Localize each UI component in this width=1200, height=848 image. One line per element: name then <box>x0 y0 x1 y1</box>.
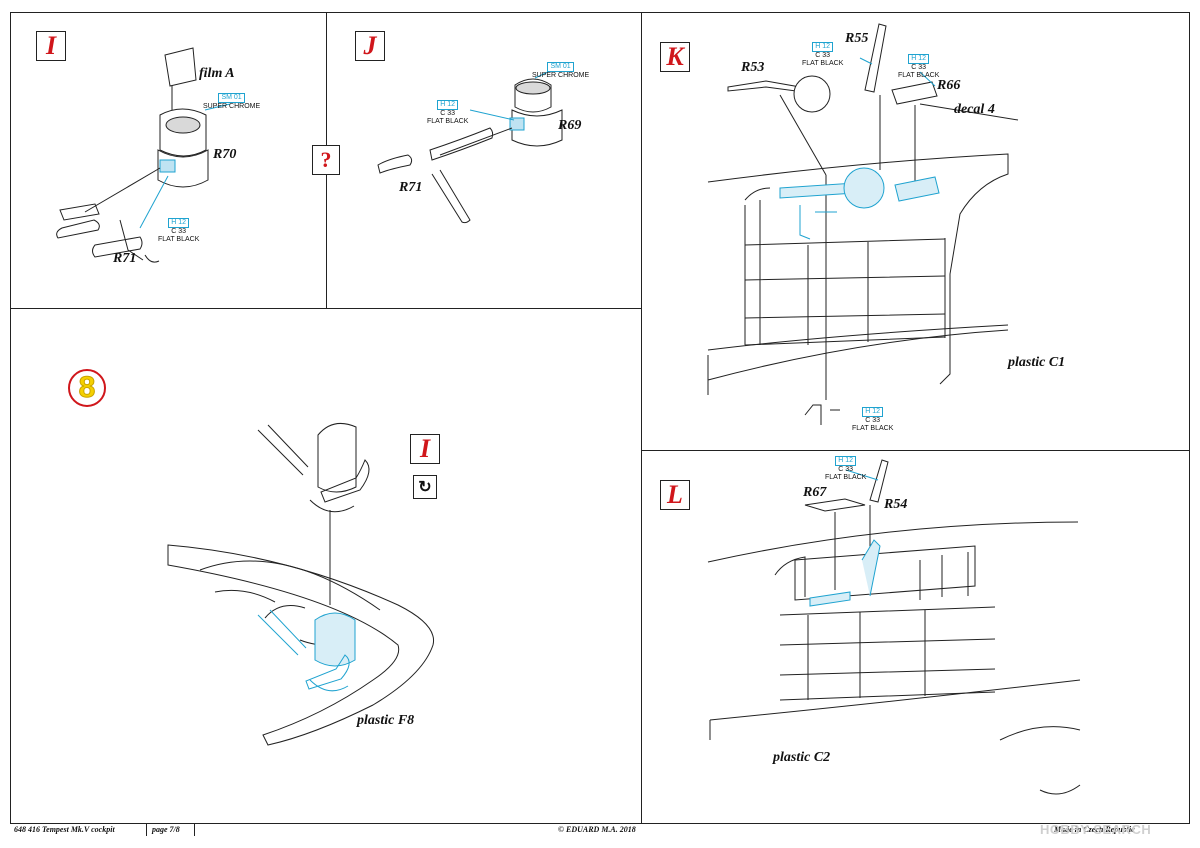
paint-callout: H 12 C 33 FLAT BLACK <box>898 54 939 80</box>
paint-callout: H 12 C 33 FLAT BLACK <box>802 42 843 68</box>
part-label-plastic-f8: plastic F8 <box>357 713 415 728</box>
divider <box>641 450 1190 451</box>
footer-product: 648 416 Tempest Mk.V cockpit <box>14 825 115 834</box>
step-letter-k: K <box>660 42 690 72</box>
part-label-r53: R53 <box>741 60 765 75</box>
paint-code: H 12 <box>812 42 834 52</box>
footer-origin: Made in Czech Republic <box>1054 825 1135 834</box>
paint-name: FLAT BLACK <box>825 474 867 481</box>
part-label-r67: R67 <box>803 485 827 500</box>
paint-callout: H 12 C 33 FLAT BLACK <box>825 456 866 482</box>
part-label-decal-4: decal 4 <box>954 102 995 117</box>
divider <box>641 12 642 824</box>
paint-callout: H 12 C 33 FLAT BLACK <box>852 407 893 433</box>
step-letter-j: J <box>355 31 385 61</box>
page-frame <box>10 12 1190 824</box>
watermark: HOBBY SEARCH <box>1040 822 1152 837</box>
paint-name: FLAT BLACK <box>852 425 894 432</box>
paint-code: SM 01 <box>218 93 245 103</box>
footer-divider <box>194 824 195 836</box>
paint-code: H 12 <box>168 218 190 228</box>
paint-name: FLAT BLACK <box>427 118 469 125</box>
paint-name: FLAT BLACK <box>158 236 200 243</box>
part-label-r71: R71 <box>113 251 137 266</box>
divider <box>10 308 641 309</box>
paint-callout: SM 01 SUPER CHROME <box>532 62 589 80</box>
footer-copyright: © EDUARD M.A. 2018 <box>558 825 636 834</box>
paint-code: H 12 <box>835 456 857 466</box>
paint-callout: H 12 C 33 FLAT BLACK <box>427 100 468 126</box>
part-label-r71: R71 <box>399 180 423 195</box>
paint-code-2: C 33 <box>865 417 881 424</box>
rotate-icon: ↻ <box>413 475 437 499</box>
paint-code-2: C 33 <box>815 52 831 59</box>
paint-code: H 12 <box>908 54 930 64</box>
paint-callout: H 12 C 33 FLAT BLACK <box>158 218 199 244</box>
part-label-r70: R70 <box>213 147 237 162</box>
part-label-film-a: film A <box>199 66 235 81</box>
paint-callout: SM 01 SUPER CHROME <box>203 93 260 111</box>
question-mark-icon: ? <box>312 145 340 175</box>
part-label-r69: R69 <box>558 118 582 133</box>
paint-code: H 12 <box>862 407 884 417</box>
footer-divider <box>146 824 147 836</box>
paint-name: SUPER CHROME <box>203 103 261 110</box>
footer-page: page 7/8 <box>152 825 180 834</box>
part-label-plastic-c2: plastic C2 <box>773 750 831 765</box>
film-part <box>164 47 197 87</box>
paint-name: FLAT BLACK <box>898 72 940 79</box>
part-label-r55: R55 <box>845 31 869 46</box>
footer: 648 416 Tempest Mk.V cockpit page 7/8 © … <box>10 824 1190 836</box>
step-number-8: 8 <box>68 369 106 407</box>
paint-code-2: C 33 <box>440 110 456 117</box>
paint-name: FLAT BLACK <box>802 60 844 67</box>
paint-code: SM 01 <box>547 62 574 72</box>
step-letter-i: I <box>36 31 66 61</box>
step-letter-l: L <box>660 480 690 510</box>
part-label-r66: R66 <box>937 78 961 93</box>
part-label-r54: R54 <box>884 497 908 512</box>
part-label-plastic-c1: plastic C1 <box>1008 355 1066 370</box>
sub-assembly-letter-i: I <box>410 434 440 464</box>
paint-name: SUPER CHROME <box>532 72 590 79</box>
paint-code-2: C 33 <box>911 64 927 71</box>
paint-code-2: C 33 <box>838 466 854 473</box>
paint-code: H 12 <box>437 100 459 110</box>
paint-code-2: C 33 <box>171 228 187 235</box>
